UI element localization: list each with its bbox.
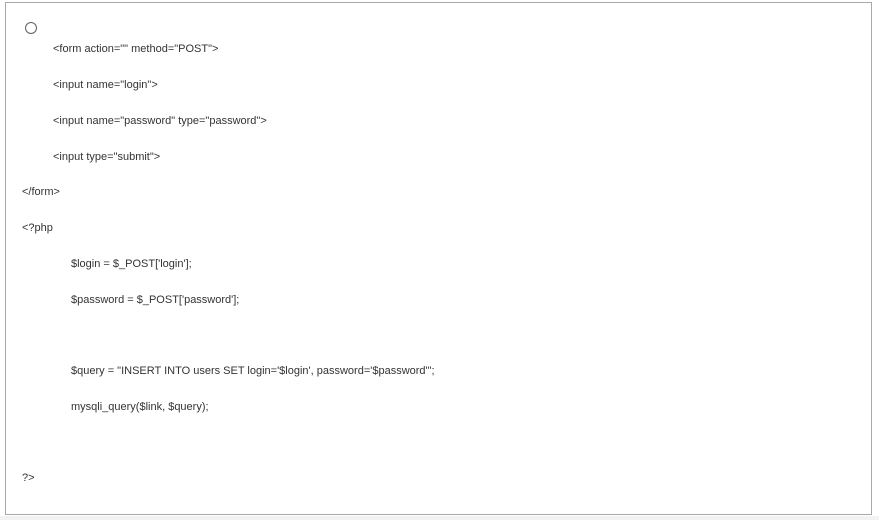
code-line-input-password: <input name="password" type="password"> xyxy=(53,115,267,127)
code-line-input-submit: <input type="submit"> xyxy=(53,151,161,163)
code-line-mysqli-query: mysqli_query($link, $query); xyxy=(71,401,209,413)
code-line-query-assign: $query = "INSERT INTO users SET login='$… xyxy=(71,365,435,377)
answer-option-card xyxy=(5,2,872,515)
code-line-form-open: <form action="" method="POST"> xyxy=(53,43,219,55)
answer-radio-button[interactable] xyxy=(25,22,37,34)
code-line-login-assign: $login = $_POST['login']; xyxy=(71,258,192,270)
code-line-input-login: <input name="login"> xyxy=(53,79,158,91)
code-line-php-close: ?> xyxy=(22,472,35,484)
code-line-password-assign: $password = $_POST['password']; xyxy=(71,294,240,306)
code-line-php-open: <?php xyxy=(22,222,53,234)
page-background-strip xyxy=(0,516,879,520)
code-line-form-close: </form> xyxy=(22,186,60,198)
